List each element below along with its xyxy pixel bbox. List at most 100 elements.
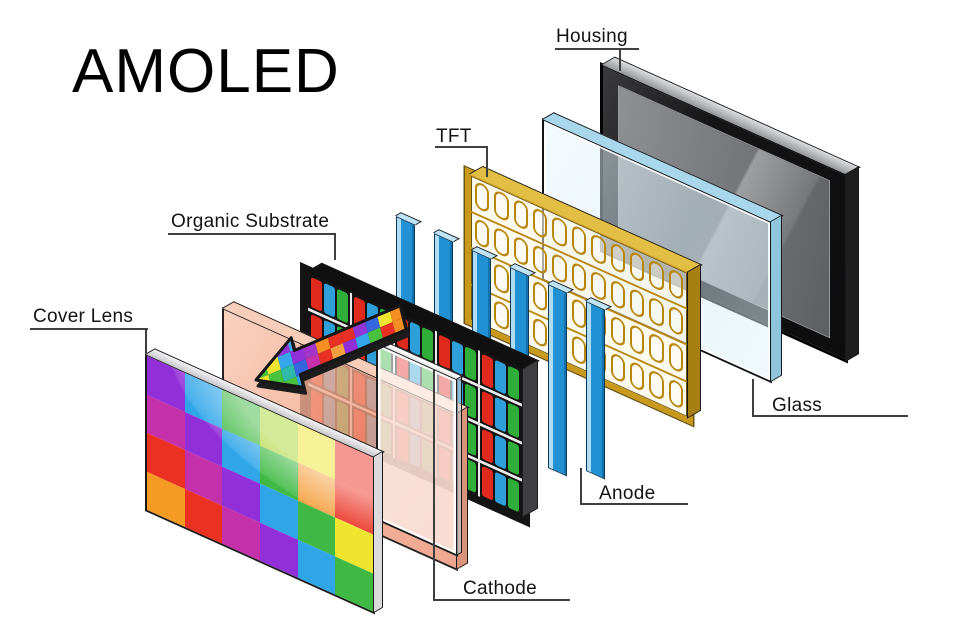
arrow-mosaic-cell (277, 351, 294, 370)
tft-capsule (533, 206, 548, 240)
tft-capsule (494, 262, 509, 296)
leader-housing-connector (619, 48, 621, 71)
anode-bar (585, 297, 612, 480)
label-tft: TFT (436, 126, 472, 147)
leader-organic-underline (168, 233, 336, 235)
tft-capsule (533, 316, 548, 350)
subpixel (508, 477, 519, 513)
glass-right-face (770, 214, 782, 383)
tft-capsule (513, 234, 529, 268)
tft-capsule (494, 225, 509, 259)
subpixel (508, 440, 519, 476)
tft-capsule (610, 241, 625, 275)
leader-glass-underline (752, 415, 908, 417)
label-cover-lens: Cover Lens (33, 306, 134, 327)
tft-capsule (629, 359, 645, 393)
cover-lens-cell (147, 394, 185, 450)
tft-capsule (533, 279, 548, 313)
cover-lens-cell (222, 466, 260, 523)
cover-lens-cell (147, 471, 185, 527)
anode-bar (547, 280, 574, 477)
leader-anode-connector (580, 468, 582, 504)
tft-capsule (571, 333, 587, 367)
anode-bar-top-face (433, 229, 460, 242)
leader-tft-underline (435, 146, 488, 148)
tft-capsule (571, 223, 587, 257)
tft-capsule (591, 269, 606, 303)
cover-lens-cell (335, 479, 373, 535)
label-anode: Anode (599, 483, 656, 504)
tft-capsule (475, 216, 490, 250)
subpixel (465, 346, 477, 382)
tft-capsule (610, 314, 625, 348)
subpixel (508, 365, 519, 401)
tft-capsule (552, 215, 567, 249)
tft-capsule (668, 303, 683, 337)
label-organic-substrate: Organic Substrate (171, 211, 330, 232)
cover-lens-cell (297, 539, 336, 595)
subpixel (482, 428, 494, 464)
subpixel (495, 359, 507, 395)
subpixel (452, 340, 464, 376)
tft-capsule (552, 251, 567, 285)
cover-lens-cell (297, 500, 336, 557)
cathode-right-face (456, 375, 462, 557)
leader-cathode-connector (433, 369, 435, 600)
light-emission-arrow (238, 286, 433, 406)
subpixel (482, 391, 494, 427)
subpixel (508, 402, 519, 438)
leader-organic-connector (334, 233, 336, 260)
cover-lens-cell (335, 517, 373, 573)
subpixel (482, 465, 494, 501)
cover-lens-cell (260, 483, 298, 540)
organic-right-face (522, 359, 538, 518)
page-title: AMOLED (72, 37, 340, 106)
housing-right-face (845, 166, 859, 362)
arrow-mosaic-cell (256, 349, 266, 368)
leader-glass-connector (752, 379, 754, 417)
tft-capsule (668, 340, 683, 374)
subpixel (495, 471, 507, 507)
tft-capsule (571, 296, 587, 330)
tft-capsule (629, 286, 645, 320)
subpixel (439, 334, 451, 370)
cover-lens-cell (184, 488, 223, 544)
tft-capsule (649, 295, 664, 329)
leader-housing-underline (555, 48, 639, 50)
subpixel (482, 353, 494, 390)
tft-capsule (649, 258, 664, 292)
label-housing: Housing (556, 26, 628, 47)
tft-capsule (513, 197, 529, 231)
cover-lens-cell (222, 428, 260, 484)
leader-tft-connector (486, 146, 488, 177)
cover-lens-cell (335, 556, 373, 612)
tft-capsule (668, 267, 683, 301)
cover-lens-right-face (373, 450, 383, 614)
leader-anode-underline (580, 503, 688, 505)
tft-capsule (610, 350, 625, 384)
leader-cover-connector (145, 328, 147, 354)
tft-capsule (494, 298, 509, 332)
tft-right-face (687, 263, 701, 419)
label-cathode: Cathode (463, 578, 537, 599)
tft-capsule (649, 368, 664, 402)
anode-bar-top-face (395, 212, 422, 225)
tft-capsule (610, 277, 625, 311)
tft-capsule (533, 243, 548, 277)
tft-capsule (591, 232, 606, 266)
cover-lens-cell (260, 522, 298, 578)
tft-capsule (475, 180, 490, 214)
leader-cathode-underline (433, 599, 570, 601)
tft-capsule (649, 331, 664, 365)
cover-lens-cell (147, 432, 185, 489)
tft-capsule (629, 323, 645, 357)
subpixel (495, 434, 507, 470)
cover-lens-cell (184, 449, 223, 506)
tft-capsule (668, 376, 683, 410)
label-glass: Glass (772, 395, 823, 416)
cover-lens-cell (222, 505, 260, 561)
tft-capsule (629, 250, 645, 284)
tft-capsule (494, 189, 509, 223)
cover-lens-cell (184, 411, 223, 467)
